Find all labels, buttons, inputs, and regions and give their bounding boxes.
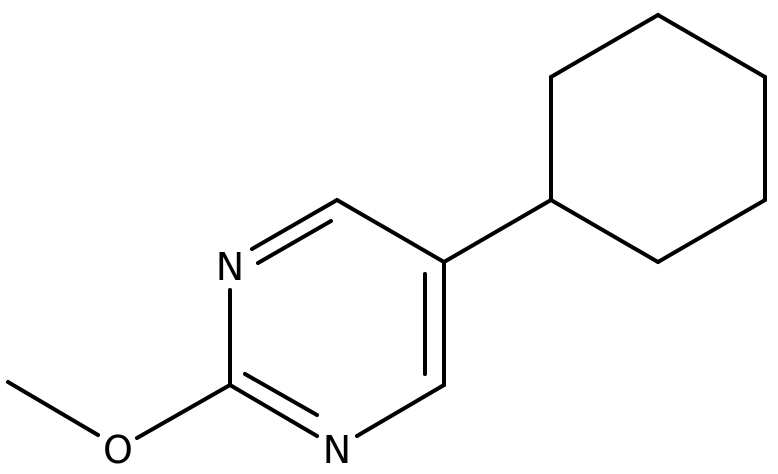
bond-cy6-cy1 [549,198,660,264]
bond-cy3-cy4 [656,13,767,79]
bond-cy2-cy3 [549,13,660,79]
bond-c6-n1 [250,198,339,251]
bond-c4-n3 [355,383,446,438]
bond-cy5-cy6 [656,198,767,264]
atom-label-n1: N [216,245,244,289]
bond-c6-c5 [335,198,446,264]
bond-c6-n1-double [256,219,333,265]
bond-n3-c2-double [243,372,319,417]
bond-c5-cy1 [442,198,553,264]
bond-n3-c2 [228,383,319,438]
atom-label-n3: N [323,428,351,472]
atom-label-o: O [103,428,133,472]
bond-o-ch3 [6,380,100,437]
bond-c2-o [135,383,232,440]
